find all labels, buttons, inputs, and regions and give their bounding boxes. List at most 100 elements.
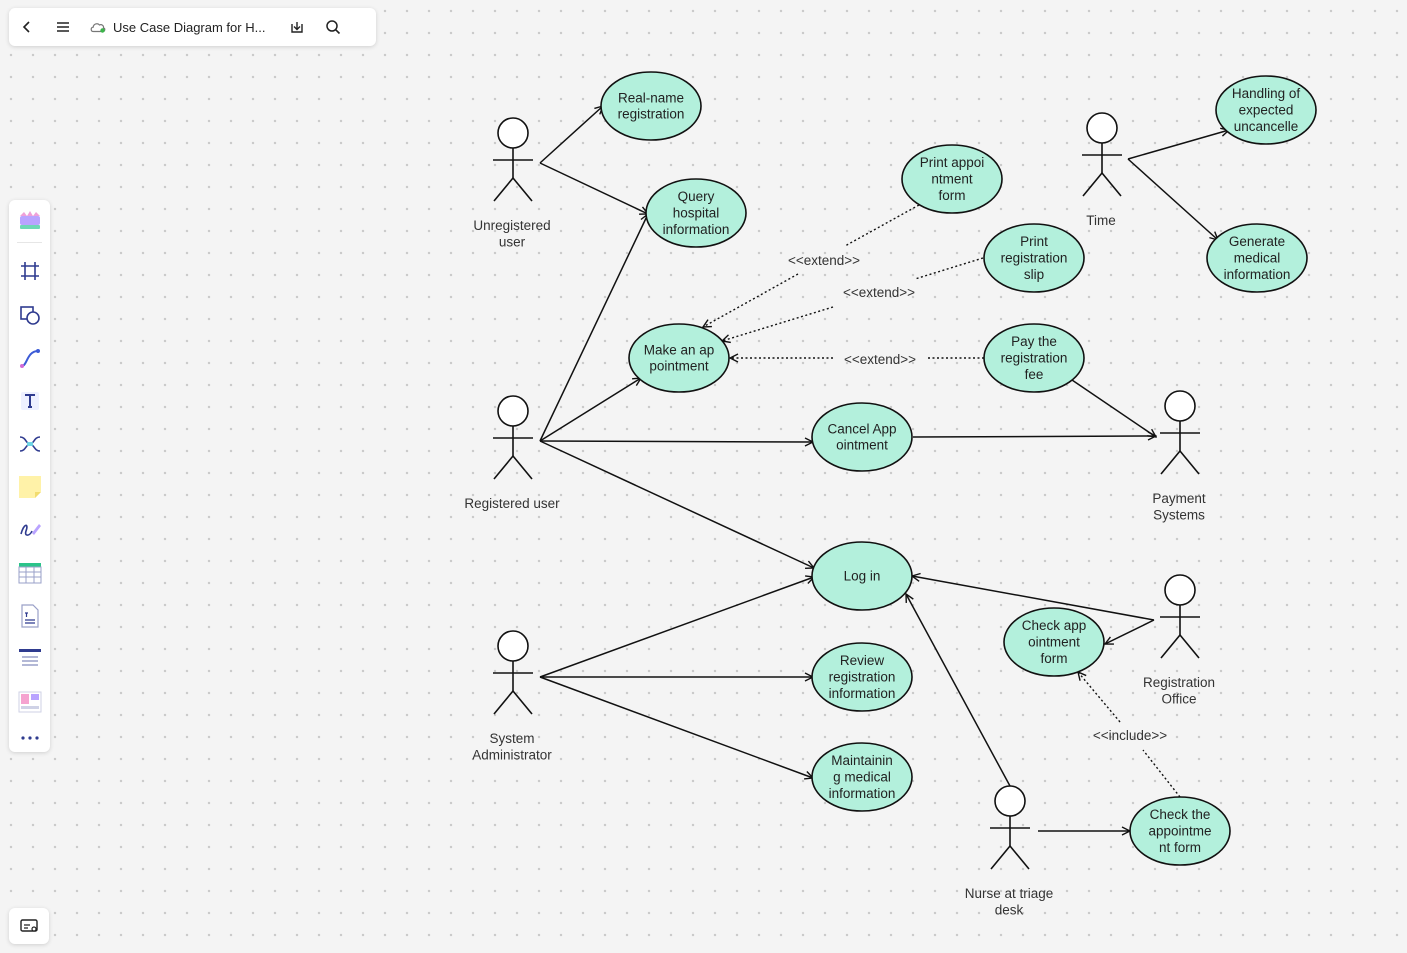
text-button[interactable] <box>9 383 50 419</box>
association-unregistered-realname <box>539 106 603 164</box>
templates-button[interactable] <box>9 202 50 238</box>
menu-button[interactable] <box>45 8 81 46</box>
usecase-label: slip <box>1024 267 1044 282</box>
usecase-label: uncancelle <box>1234 119 1299 134</box>
usecase-label: Real-name <box>618 90 684 105</box>
use-cases: Real-nameregistrationQueryhospitalinform… <box>600 71 1317 866</box>
minimap-button[interactable] <box>9 908 49 944</box>
usecase-label: Generate <box>1229 234 1285 249</box>
sticky-note-icon <box>18 476 41 498</box>
stick-figure-icon <box>1160 390 1200 475</box>
pen-icon <box>19 524 41 536</box>
search-icon <box>326 20 341 35</box>
usecase-label: Log in <box>844 569 881 584</box>
usecase-ellipse <box>901 144 1003 214</box>
usecase-label: ntment <box>931 172 973 187</box>
mindmap-button[interactable] <box>9 426 50 462</box>
usecase-label: Check the <box>1150 807 1211 822</box>
sticky-note-button[interactable] <box>9 469 50 505</box>
actor-label: Administrator <box>472 747 552 762</box>
actor-label: Time <box>1086 213 1116 228</box>
usecase-label: registration <box>1001 351 1068 366</box>
include-line-a <box>1142 749 1181 798</box>
usecase-label: registration <box>829 670 896 685</box>
usecase-label: registration <box>1001 251 1068 266</box>
chevron-left-icon <box>22 21 30 33</box>
table-button[interactable] <box>9 555 50 591</box>
usecase-ellipse <box>645 178 747 248</box>
download-button[interactable] <box>279 8 315 46</box>
more-tools-button[interactable] <box>9 720 50 756</box>
usecase-ellipse <box>1129 796 1231 866</box>
usecase-ellipse <box>1003 607 1105 677</box>
usecase-label: information <box>829 686 896 701</box>
document-button[interactable] <box>9 598 50 634</box>
cloud-sync-icon <box>87 8 109 46</box>
mindmap-icon <box>19 436 40 452</box>
actor-time[interactable]: Time <box>1082 112 1122 228</box>
usecase-label: pointment <box>649 359 709 374</box>
back-button[interactable] <box>9 8 45 46</box>
usecase-login[interactable]: Log in <box>811 541 913 611</box>
shape-button[interactable] <box>9 297 50 333</box>
usecase-label: information <box>1224 267 1291 282</box>
stick-figure-icon <box>493 630 533 715</box>
usecase-label: appointme <box>1148 824 1211 839</box>
usecase-label: ointment <box>836 438 888 453</box>
actor-label: desk <box>995 902 1024 917</box>
usecase-ellipse <box>811 742 913 812</box>
association-regoffice-checkform <box>1105 619 1155 644</box>
usecase-ellipse <box>811 642 913 712</box>
frame-button[interactable] <box>9 253 50 289</box>
actor-registered[interactable]: Registered user <box>464 395 560 511</box>
table-icon <box>18 563 41 584</box>
connector-button[interactable] <box>9 340 50 376</box>
usecase-appointment[interactable]: Make an ap pointment <box>628 323 730 393</box>
association-registered-appointment <box>539 378 641 442</box>
usecase-ellipse <box>983 223 1085 293</box>
association-time-generate <box>1127 158 1218 240</box>
document-title[interactable]: Use Case Diagram for H... <box>113 19 266 35</box>
left-toolbar <box>9 200 50 752</box>
layout-icon <box>18 691 41 713</box>
association-regoffice-login <box>912 576 1155 621</box>
usecase-label: form <box>1041 651 1068 666</box>
stereotype-extend1: <<extend>> <box>788 253 860 268</box>
usecase-label: Make an ap <box>644 342 715 357</box>
usecase-label: Print appoi <box>920 155 985 170</box>
layout-button[interactable] <box>9 684 50 720</box>
pen-button[interactable] <box>9 512 50 548</box>
association-time-handling <box>1127 130 1229 160</box>
usecase-label: Query <box>678 189 715 204</box>
actor-label: Registration <box>1143 675 1215 690</box>
stereotype-extend3: <<extend>> <box>844 352 916 367</box>
usecase-label: information <box>829 786 896 801</box>
association-sysadmin-login <box>539 577 814 678</box>
document-icon <box>20 604 39 628</box>
list-button[interactable] <box>9 641 50 677</box>
frame-icon <box>20 262 39 280</box>
search-button[interactable] <box>315 8 351 46</box>
usecase-ellipse <box>1215 75 1317 145</box>
usecase-label: Pay the <box>1011 334 1057 349</box>
association-registered-login <box>539 440 814 568</box>
usecase-label: medical <box>1234 251 1281 266</box>
